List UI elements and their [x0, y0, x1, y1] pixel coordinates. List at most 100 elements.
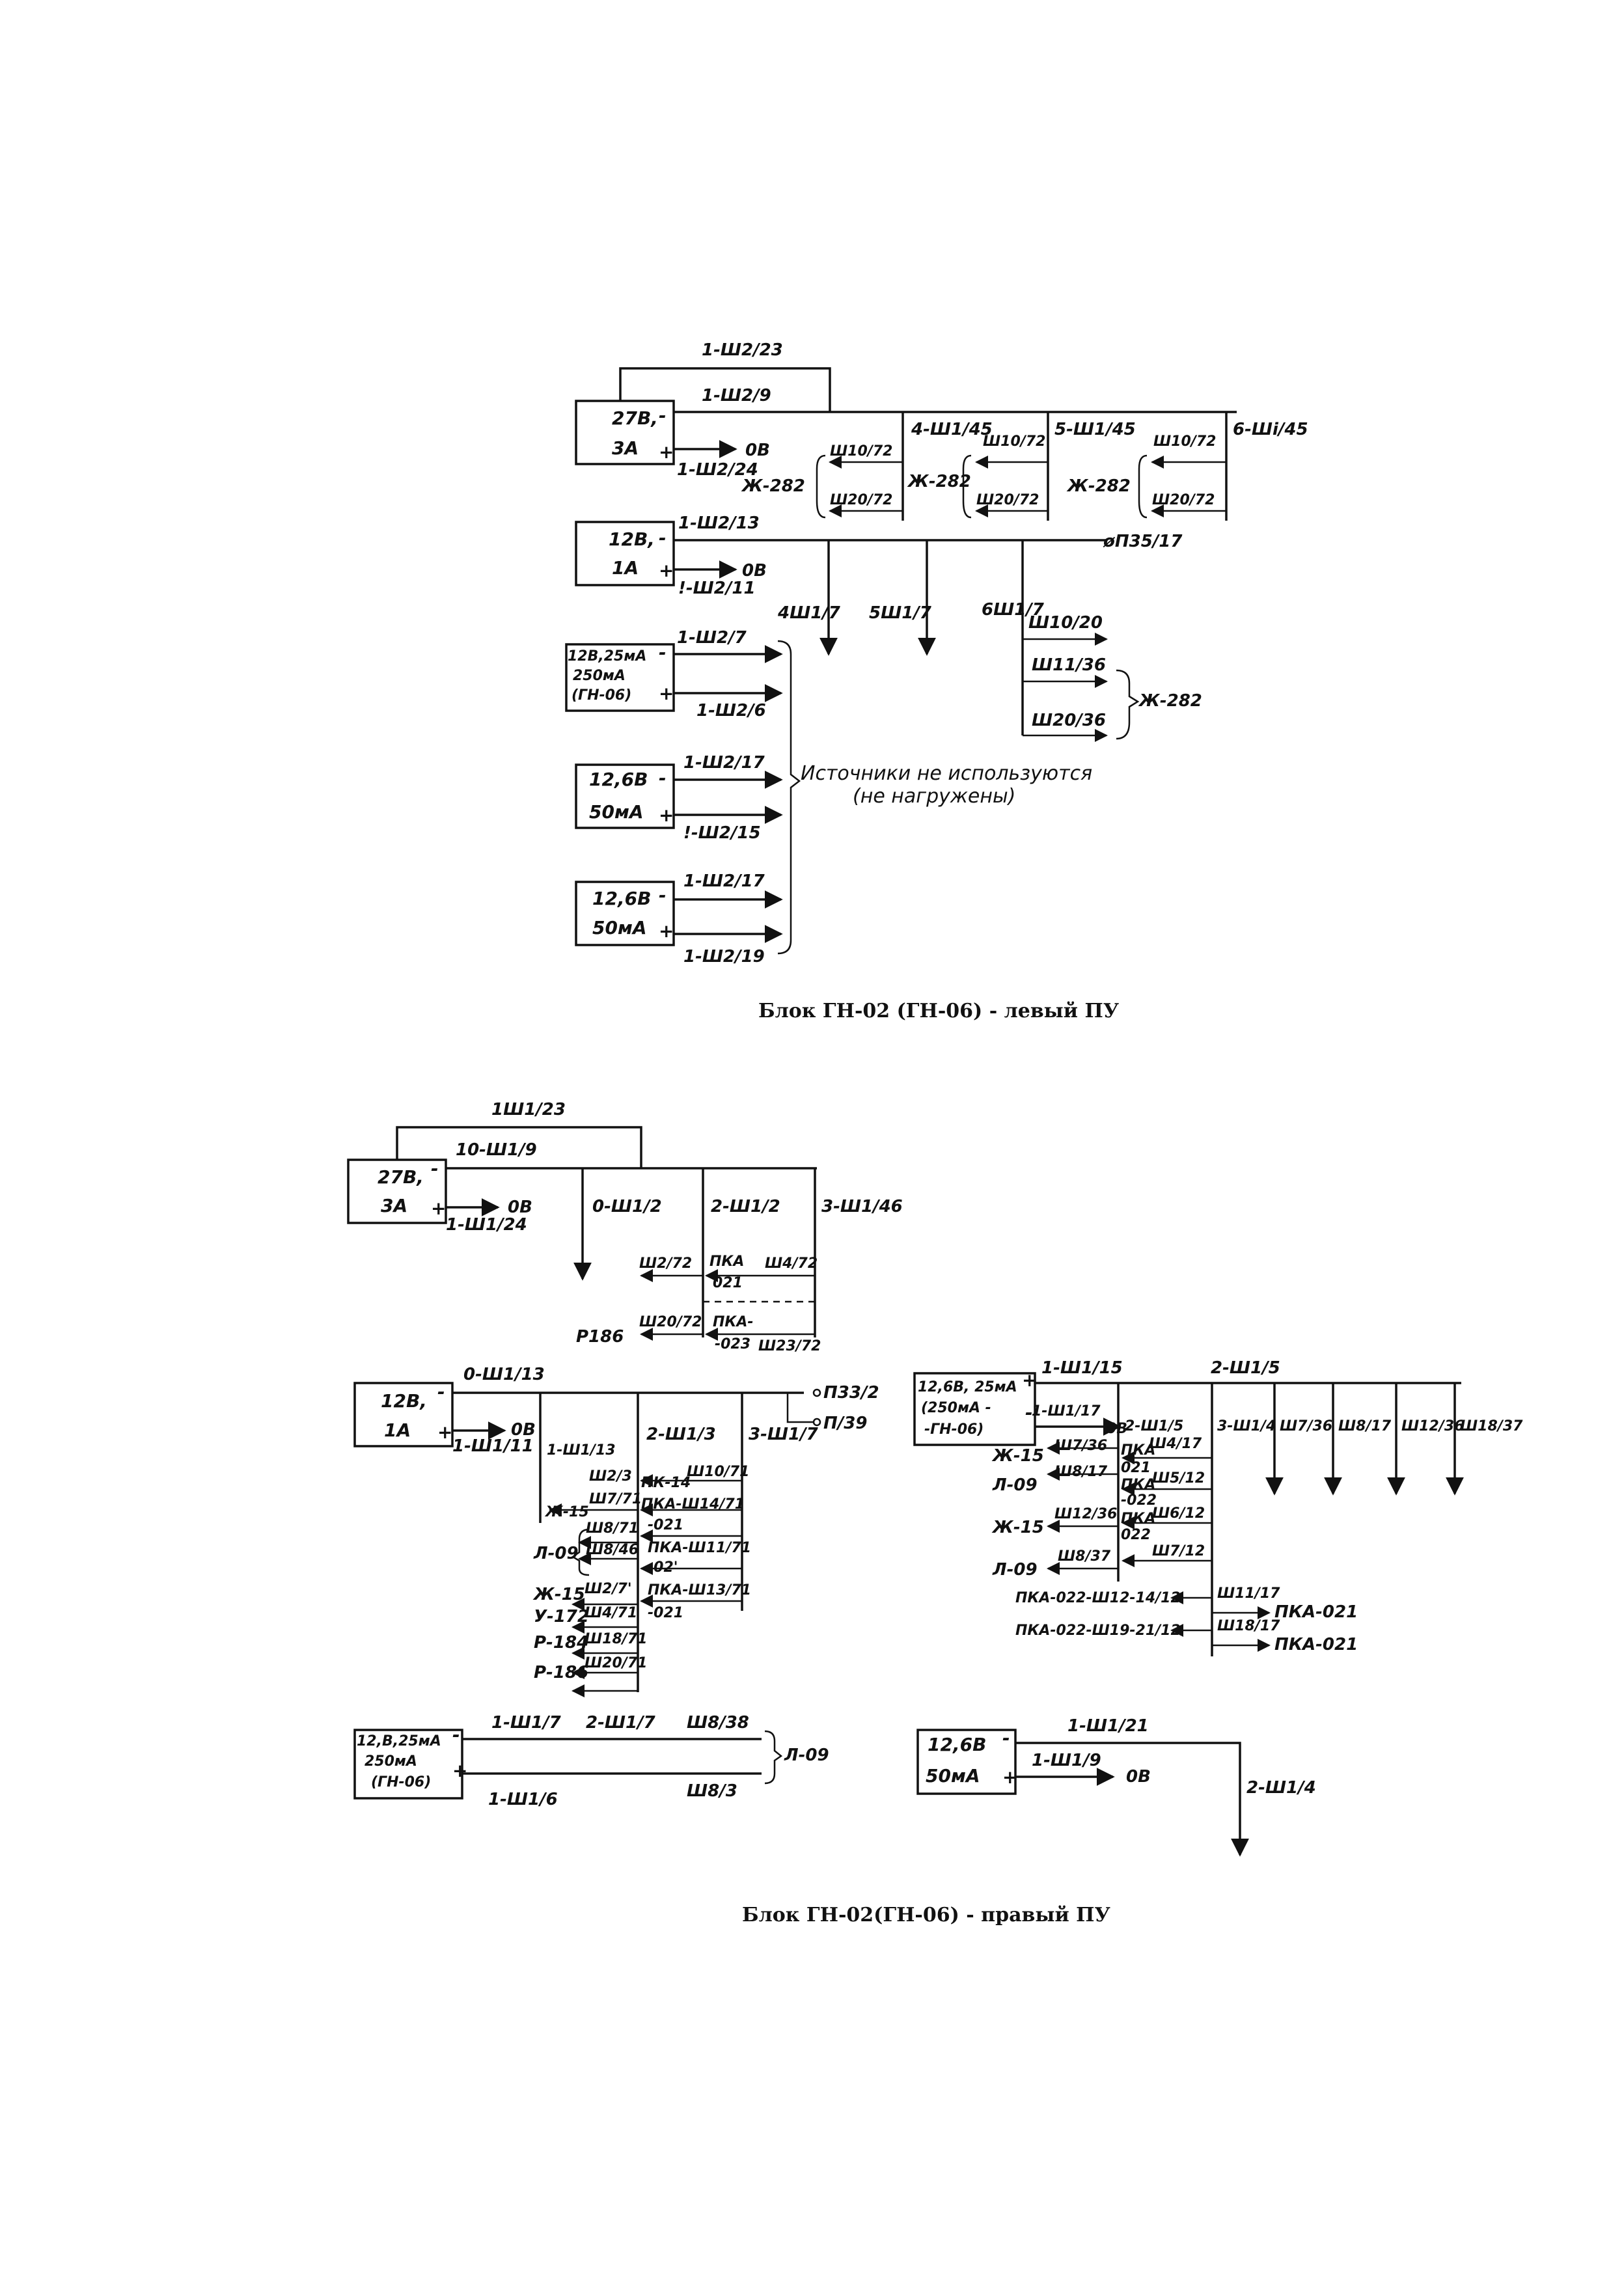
right-e-line2: 50мА	[926, 1765, 980, 1787]
right-pu-diagram: 27В, 3А - + 1Ш1/23 10-Ш1/9 0В 1-Ш1/24 0-…	[347, 1100, 1523, 1857]
left-s4-minus-label: 1-Ш2/17	[683, 753, 765, 773]
right-c-r5: Л-09	[992, 1475, 1038, 1495]
left-source-12v	[575, 521, 675, 586]
left-s1-loop	[619, 367, 831, 412]
left-s1-pin-minus: -	[659, 405, 667, 426]
right-b-pin-minus: -	[437, 1381, 445, 1403]
right-c-r9: Ш5/12	[1152, 1470, 1205, 1487]
right-b-p33-label: П33/2	[823, 1383, 879, 1403]
left-s1-plus-label: 1-Ш2/24	[677, 460, 758, 480]
left-source-4	[575, 763, 675, 829]
left-tap1-label: 4-Ш1/45	[911, 420, 993, 439]
right-source-c	[913, 1372, 1036, 1446]
right-caption: Блок ГН-02(ГН-06) - правый ПУ	[742, 1904, 1110, 1926]
right-c-line1: 12,6В, 25мА	[918, 1379, 1017, 1395]
left-s1-line1: 27В,	[612, 407, 658, 429]
right-b-tap1-label: 1-Ш1/13	[547, 1442, 616, 1459]
left-source-3	[565, 643, 675, 712]
right-c-tap3-label: Ш7/36	[1280, 1418, 1332, 1434]
left-s4-pin-plus: +	[659, 804, 674, 826]
right-c-r17: Ш8/37	[1058, 1548, 1111, 1565]
right-a-l5: Р186	[576, 1327, 624, 1347]
right-c-sub-label: 1-Ш1/17	[1032, 1403, 1101, 1419]
right-a-l9: Ш23/72	[758, 1338, 821, 1354]
left-s1-pin-plus: +	[659, 441, 674, 463]
right-a-pin-minus: -	[431, 1158, 439, 1179]
right-b-r11: ПКА-Ш11/71	[648, 1540, 751, 1556]
right-c-r14: Ш6/12	[1152, 1505, 1205, 1522]
right-b-minus-label: 0-Ш1/13	[463, 1365, 545, 1384]
right-e-minus-label: 1-Ш1/21	[1067, 1716, 1149, 1736]
right-b-r19: Р-184	[534, 1633, 588, 1652]
right-b-r6: ПКА-Ш14/71	[641, 1496, 745, 1513]
right-b-p39-label: П/39	[823, 1414, 867, 1433]
right-c-r24: ПКА-021	[1274, 1635, 1358, 1654]
right-d-brace	[764, 1730, 783, 1785]
right-d-plus-label: 1-Ш1/6	[488, 1790, 558, 1809]
left-s2-end-label: øП35/17	[1103, 532, 1183, 551]
right-c-r16: Л-09	[992, 1560, 1038, 1580]
right-a-tap3-label: 3-Ш1/46	[821, 1197, 903, 1216]
right-a-l2: ПКА	[709, 1254, 744, 1270]
left-s3-minus-label: 1-Ш2/7	[677, 628, 747, 648]
right-c-r11: Ж-15	[991, 1518, 1044, 1537]
right-c-r22: ПКА-022-Ш19-21/12	[1015, 1623, 1181, 1639]
left-s4-pin-minus: -	[659, 767, 667, 789]
right-c-minus-label: 1-Ш1/15	[1041, 1358, 1123, 1378]
right-d-mid-label: 2-Ш1/7	[586, 1713, 656, 1733]
right-a-0v: 0В	[508, 1198, 532, 1217]
right-c-r2: Ш7/36	[1054, 1438, 1107, 1454]
right-c-r23: Ш18/17	[1217, 1618, 1280, 1634]
right-b-r20: Ш18/71	[585, 1631, 647, 1647]
left-s3-line2: 250мА	[573, 668, 626, 684]
left-s3-line1: 12В,25мА	[568, 648, 646, 665]
right-c-line2: (250мА -	[921, 1400, 991, 1416]
right-b-r7: Ш8/71	[586, 1520, 639, 1537]
right-d-pin-plus: +	[452, 1760, 467, 1781]
left-tap2-sh20: Ш20/72	[976, 492, 1039, 508]
right-a-l1: Ш2/72	[639, 1255, 692, 1272]
right-e-line1: 12,6В	[928, 1734, 986, 1755]
left-tap3-label: 6-Шi/45	[1233, 420, 1308, 439]
right-c-r20: Ш11/17	[1217, 1585, 1280, 1602]
right-d-line2: 250мА	[365, 1753, 417, 1770]
left-drop3-b2-label: Ш11/36	[1032, 655, 1106, 675]
right-c-r8: ПКА	[1121, 1477, 1155, 1493]
right-d-line3: (ГН-06)	[371, 1774, 431, 1790]
left-drop3-b1-label: Ш10/20	[1028, 613, 1103, 633]
right-d-end2-label: Ш8/3	[687, 1781, 737, 1801]
right-e-pin-minus: -	[1002, 1727, 1010, 1749]
right-a-plus-label: 1-Ш1/24	[446, 1215, 527, 1235]
right-c-r7: 021	[1121, 1460, 1151, 1476]
right-c-r1: Ж-15	[991, 1446, 1044, 1466]
right-b-p33-terminal	[812, 1388, 821, 1397]
right-c-tap4-label: Ш8/17	[1338, 1418, 1392, 1434]
right-b-p39-line	[786, 1393, 814, 1423]
left-tap1-group: Ш10/72 Ш20/72 Ж-282	[741, 443, 903, 519]
left-s1-minus-label: 1-Ш2/9	[702, 386, 771, 405]
right-b-0v: 0В	[511, 1420, 536, 1440]
left-s3-pin-plus: +	[659, 683, 674, 704]
right-c-r10: -022	[1121, 1492, 1157, 1509]
left-tap3-sh20: Ш20/72	[1152, 492, 1215, 508]
left-s5-minus-label: 1-Ш2/17	[683, 871, 765, 891]
left-s1-0v: 0В	[745, 441, 770, 460]
right-b-r18: -021	[648, 1605, 683, 1621]
right-source-12v	[353, 1382, 454, 1447]
right-c-pin-minus: -	[1025, 1402, 1033, 1423]
right-b-r10: Ш8/46	[586, 1542, 639, 1558]
left-s2-pin-minus: -	[659, 527, 667, 549]
right-e-down-label: 2-Ш1/4	[1246, 1778, 1316, 1798]
right-a-pin-plus: +	[431, 1198, 446, 1219]
right-source-e	[916, 1729, 1017, 1795]
left-s4-line2: 50мА	[589, 801, 644, 823]
right-source-d	[353, 1729, 463, 1800]
right-b-r2: ПК-14	[641, 1475, 691, 1491]
right-a-l6: Ш20/72	[639, 1314, 702, 1330]
right-a-minus-label: 10-Ш1/9	[456, 1140, 537, 1160]
right-b-r16: У-172	[534, 1607, 589, 1626]
left-s2-0v: 0В	[742, 561, 767, 581]
left-note-line2: (не нагружены)	[853, 785, 1015, 808]
right-c-tap6-label: Ш18/37	[1460, 1418, 1523, 1434]
